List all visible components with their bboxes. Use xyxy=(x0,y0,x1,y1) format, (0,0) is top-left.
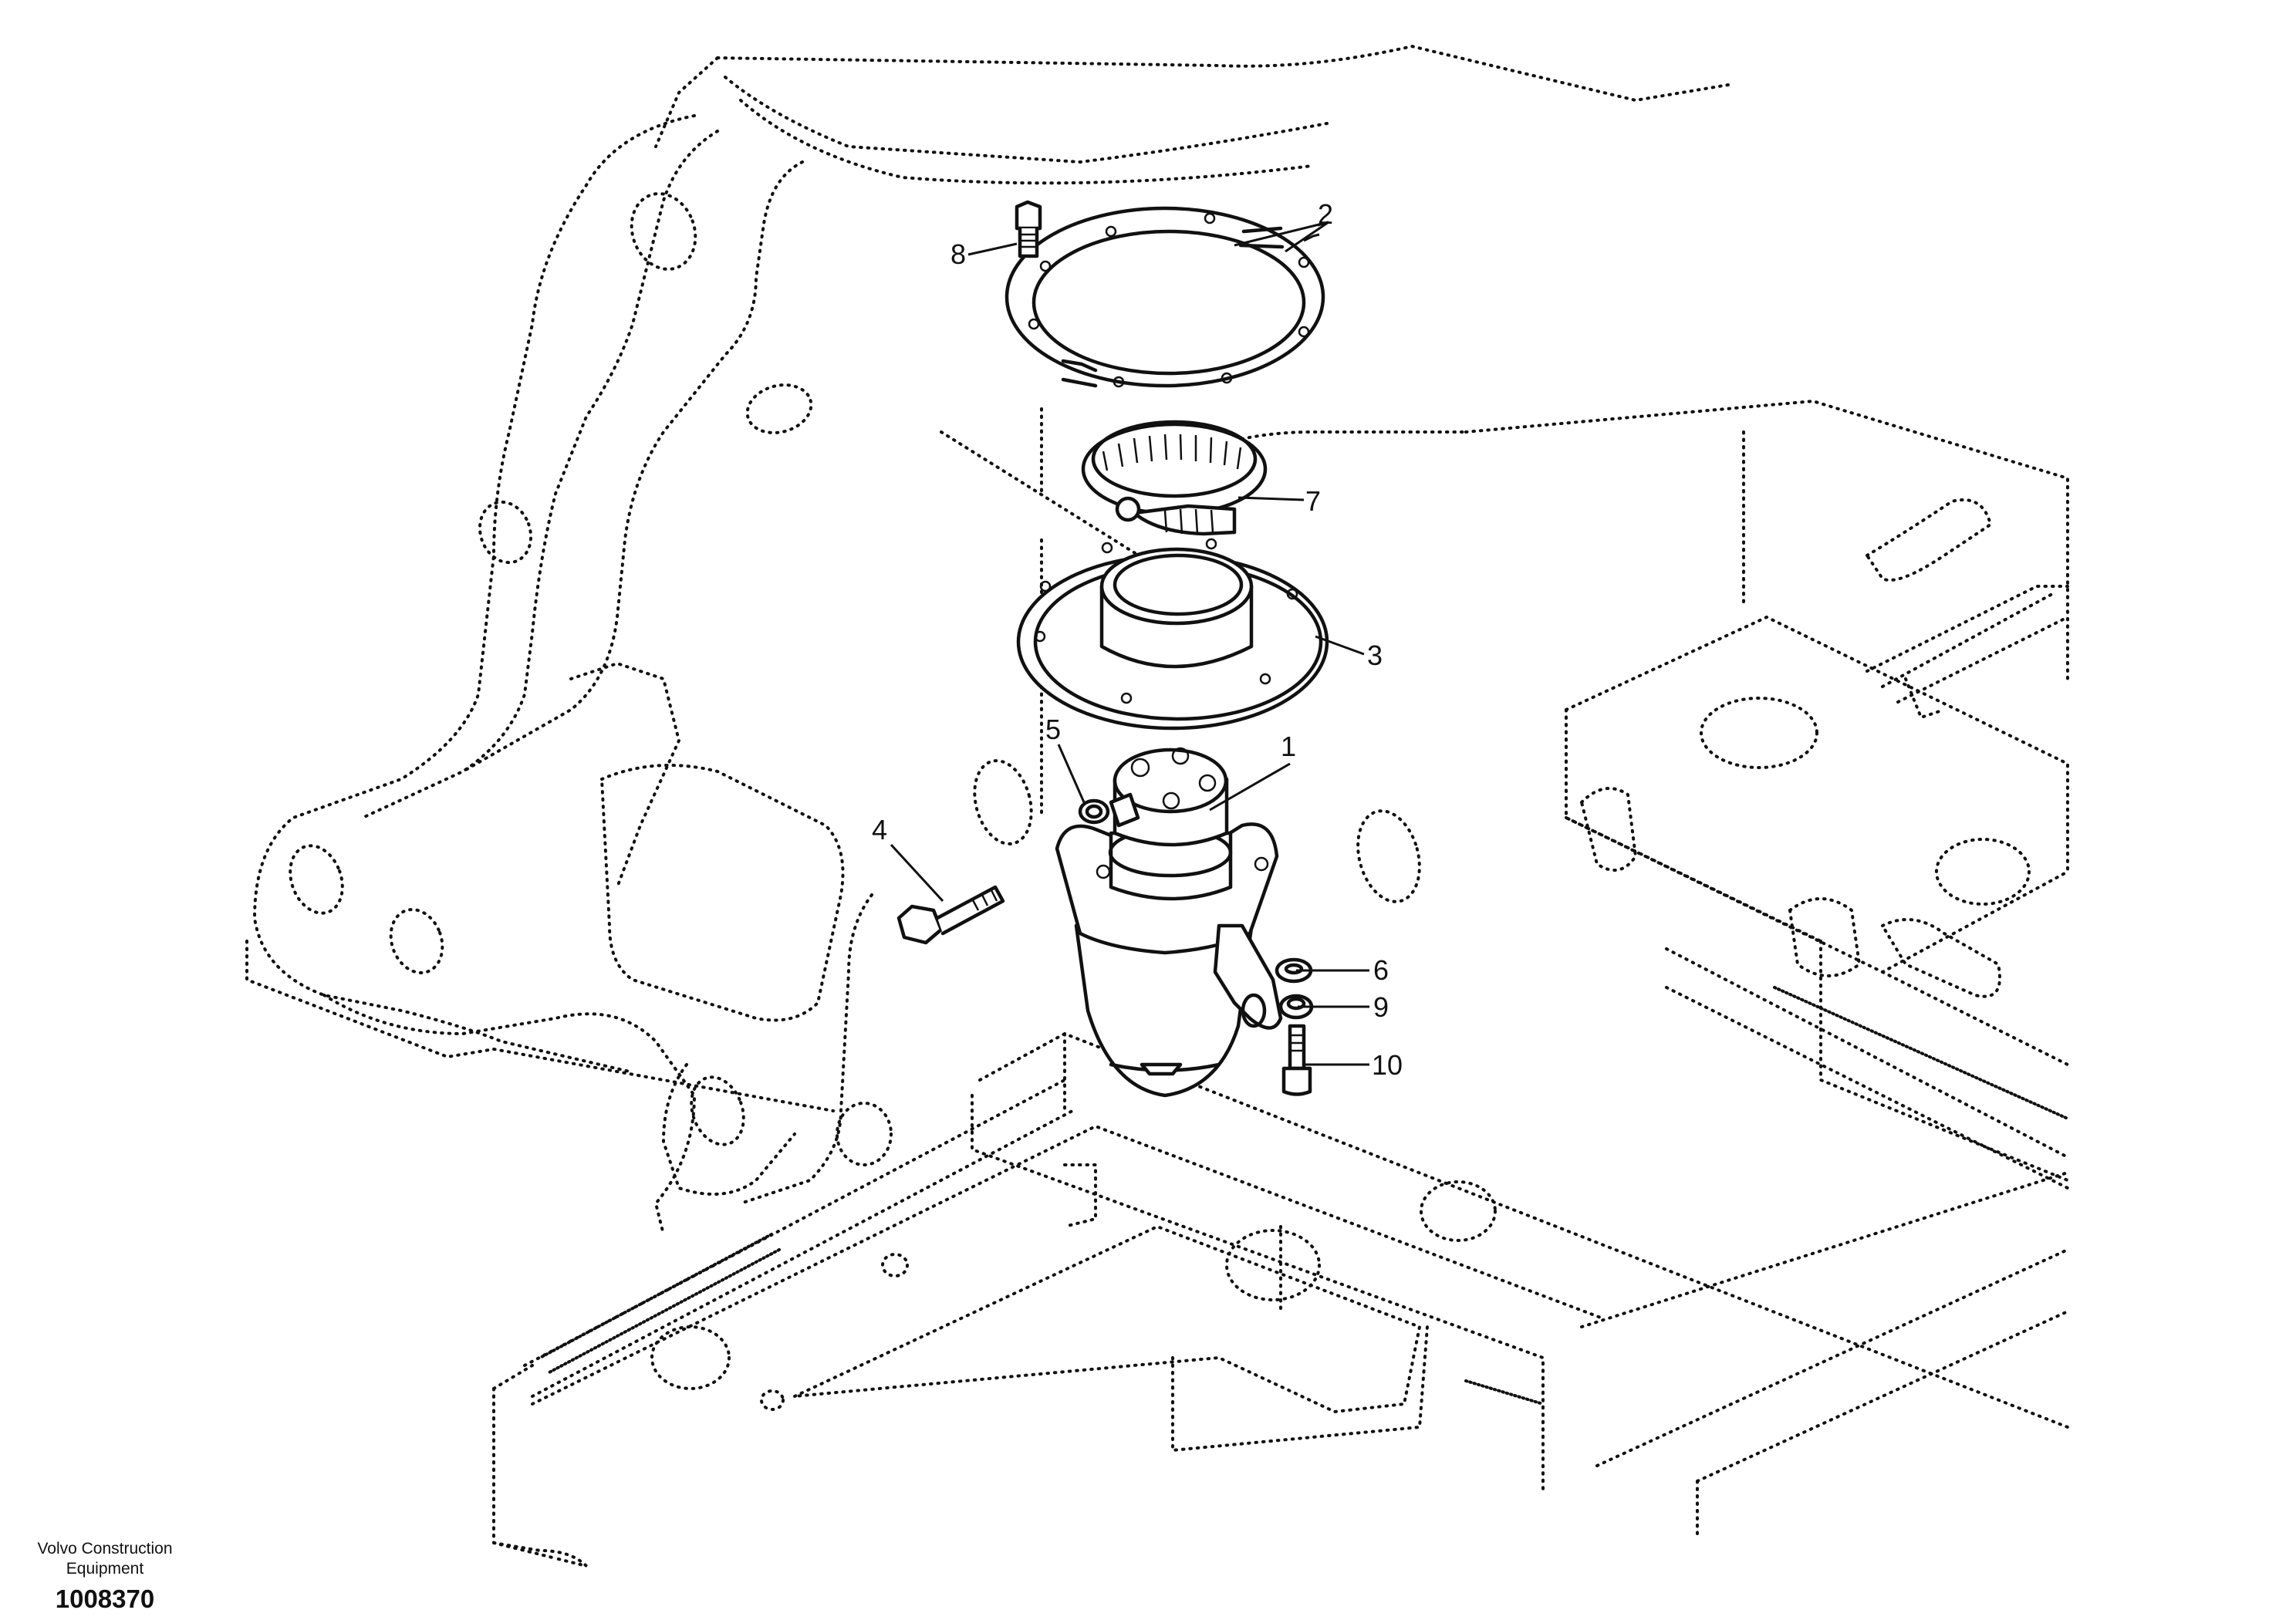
caption-company-line1: Volvo Construction xyxy=(37,1540,172,1558)
callout-5: 5 xyxy=(1045,714,1061,745)
dotted-frame-structure xyxy=(245,45,2069,1568)
bolt-10 xyxy=(1281,1024,1312,1096)
callout-3: 3 xyxy=(1367,640,1383,671)
callout-8: 8 xyxy=(950,238,966,270)
leader-lines xyxy=(890,221,1369,1066)
callout-2: 2 xyxy=(1318,198,1333,230)
split-ring-plate xyxy=(1004,206,1325,388)
seal-plate xyxy=(1016,538,1329,731)
callout-10: 10 xyxy=(1372,1049,1403,1081)
bolt-4 xyxy=(896,885,1005,945)
hose-clamp xyxy=(1081,420,1268,536)
drawing-caption: Volvo Construction Equipment 1008370 xyxy=(37,1540,172,1613)
drawing-number: 1008370 xyxy=(56,1585,154,1613)
swivel-joint xyxy=(1055,747,1283,1098)
bolt-8 xyxy=(1015,200,1042,258)
fitting-5 xyxy=(1078,798,1110,825)
callout-4: 4 xyxy=(872,814,887,845)
callout-9: 9 xyxy=(1373,991,1389,1023)
callout-7: 7 xyxy=(1305,485,1321,517)
callout-1: 1 xyxy=(1281,731,1296,762)
caption-company-line2: Equipment xyxy=(66,1560,144,1578)
callout-6: 6 xyxy=(1373,954,1389,986)
